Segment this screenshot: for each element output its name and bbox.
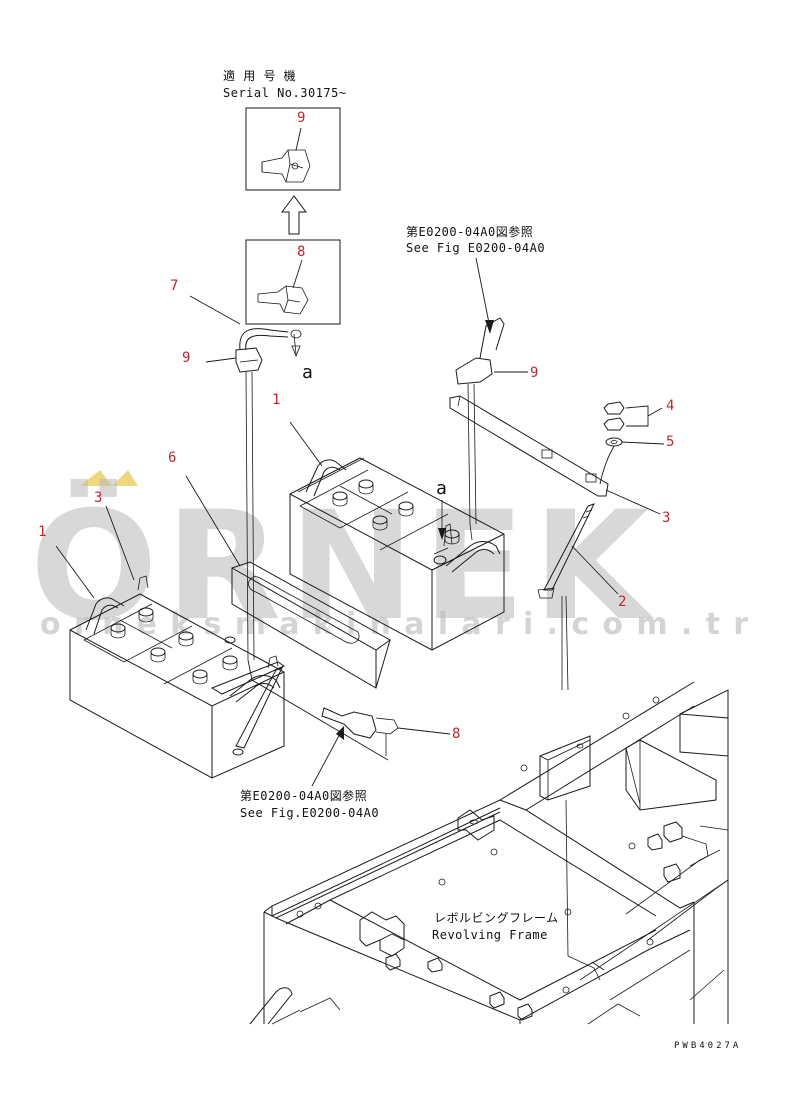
callout-8-bottom: 8 [452,726,460,742]
battery-right [289,421,505,651]
watermark-brand: ÖRNEK [30,478,657,654]
callout-6: 6 [168,450,176,466]
label-a-top: a [302,362,313,383]
callout-3-right: 3 [662,510,670,526]
bolt-4 [603,401,663,431]
callout-2: 2 [618,594,626,610]
callout-9-left: 9 [182,350,190,366]
callout-7: 7 [170,278,178,294]
see-fig-en-bottom: See Fig.E0200-04A0 [240,806,379,820]
watermark: ÖRNEK orneksmakinalari.com.tr [30,470,748,654]
callout-3-left: 3 [94,490,102,506]
bracket-3-right [449,395,609,497]
battery-left [55,505,286,779]
inset-new-terminal [245,107,341,191]
callout-1-left: 1 [38,524,46,540]
upgrade-arrow-icon [281,195,307,235]
watermark-accent-left-icon [80,470,112,486]
callout-5: 5 [666,434,674,450]
watermark-accent-right-icon [112,470,138,486]
callout-1-right: 1 [272,392,280,408]
inset-old-terminal [245,239,341,325]
see-fig-jp-bottom: 第E0200-04A0図参照 [240,788,367,803]
drawing-code: PWB4027A [674,1041,741,1051]
rod-2 [537,503,619,599]
revolving-frame [249,595,729,1025]
inset-box-bottom [245,239,341,325]
serial-note-en: Serial No.30175~ [223,86,347,100]
callout-4: 4 [666,398,674,414]
mat-6 [185,475,391,689]
cable-7-assembly [189,295,302,661]
washer-5 [599,437,665,485]
frame-label-en: Revolving Frame [432,928,548,942]
see-fig-en-top: See Fig E0200-04A0 [406,241,545,255]
callout-9-inset: 9 [297,110,305,126]
label-a-battery: a [436,478,447,499]
cable-9-right-assembly [455,317,528,525]
callout-9-right: 9 [530,365,538,381]
cable-8-bottom [247,659,451,787]
frame-label-jp: レボルビングフレーム [434,911,559,925]
serial-note-jp: 適 用 号 機 [223,68,296,83]
callout-8-inset: 8 [297,244,305,260]
see-fig-jp-top: 第E0200-04A0図参照 [406,224,533,239]
inset-box-top [245,107,341,191]
